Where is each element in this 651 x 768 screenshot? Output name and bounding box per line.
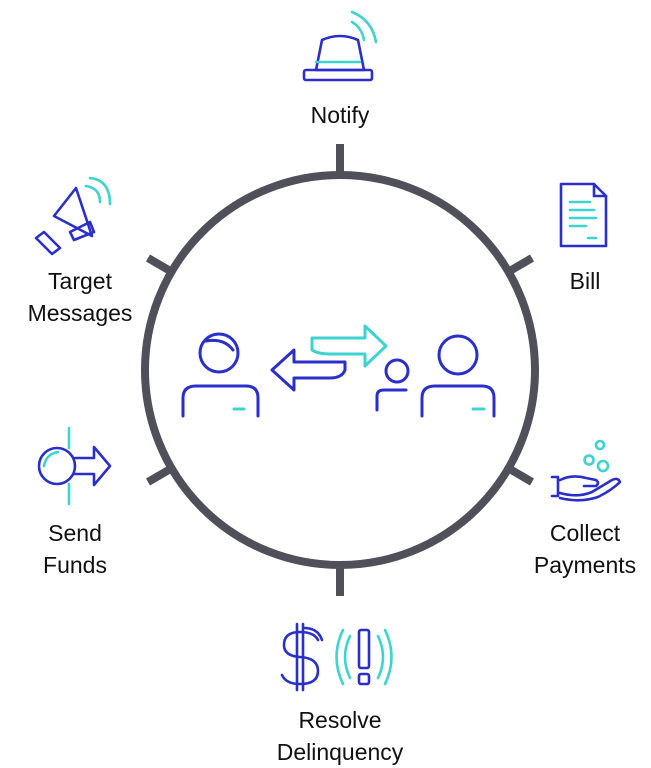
label-resolve-delinquency: Resolve Delinquency	[255, 704, 425, 768]
label-target-messages: Target Messages	[10, 265, 150, 329]
dollar-alert-icon	[280, 622, 393, 692]
siren-icon	[302, 10, 378, 82]
tick-target	[145, 254, 175, 276]
tick-collect	[505, 464, 535, 486]
document-icon	[559, 182, 608, 248]
label-notify-line: Notify	[310, 102, 370, 128]
label-resolve-line-2: Delinquency	[276, 739, 404, 765]
hand-coins-icon	[550, 439, 622, 502]
megaphone-icon	[34, 176, 112, 256]
label-bill: Bill	[545, 265, 625, 297]
tick-send	[145, 464, 175, 486]
ring-ticks	[145, 144, 535, 596]
cycle-ring	[141, 171, 539, 569]
label-send-line-1: Send	[48, 520, 102, 546]
label-send-funds: Send Funds	[20, 517, 130, 581]
label-notify: Notify	[290, 99, 390, 131]
label-collect-payments: Collect Payments	[515, 517, 651, 581]
label-target-line-2: Messages	[27, 300, 133, 326]
label-resolve-line-1: Resolve	[298, 707, 382, 733]
label-collect-line-2: Payments	[533, 552, 637, 578]
label-send-line-2: Funds	[43, 552, 107, 578]
tick-bill	[505, 254, 535, 276]
people-exchange-icon	[181, 324, 496, 418]
label-collect-line-1: Collect	[549, 520, 621, 546]
send-funds-icon	[37, 426, 112, 506]
label-bill-line: Bill	[569, 268, 601, 294]
label-target-line-1: Target	[48, 268, 112, 294]
